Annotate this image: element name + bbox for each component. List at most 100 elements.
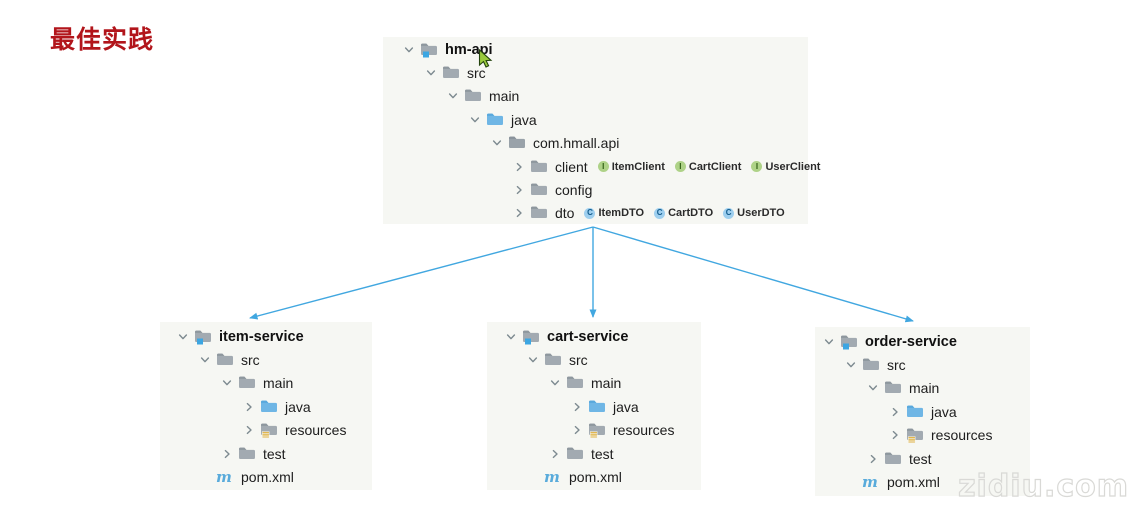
chevron-right-icon[interactable] <box>243 425 255 435</box>
tree-row-pom-xml[interactable]: m pom.xml <box>823 470 1030 493</box>
tree-row-src[interactable]: src <box>177 348 372 371</box>
tree-item-label: test <box>263 445 286 462</box>
tree-row-java[interactable]: java <box>505 395 701 418</box>
tree-row-com-hmall-api[interactable]: com.hmall.api <box>403 132 808 155</box>
folder-icon <box>442 65 461 81</box>
interface-icon: I <box>674 161 686 173</box>
chevron-down-icon[interactable] <box>221 378 233 388</box>
folder-icon <box>530 159 549 175</box>
tree-row-java[interactable]: java <box>403 108 808 131</box>
resources-folder-icon <box>588 422 607 439</box>
tree-item-label: test <box>909 450 932 467</box>
chevron-right-icon[interactable] <box>549 449 561 459</box>
tree-row-test[interactable]: test <box>823 447 1030 470</box>
chevron-right-icon[interactable] <box>243 402 255 412</box>
chevron-down-icon[interactable] <box>549 378 561 388</box>
tree-row-src[interactable]: src <box>505 348 701 371</box>
tree-item-label: src <box>241 352 260 369</box>
project-tree-panel-cart-service: cart-service src main java resources tes… <box>487 322 701 490</box>
folder-icon <box>464 88 483 104</box>
chevron-down-icon[interactable] <box>177 332 189 342</box>
project-folder-icon <box>420 42 439 58</box>
badge-label: CartClient <box>688 160 742 173</box>
tree-row-item-service[interactable]: item-service <box>177 325 372 348</box>
tree-item-label: main <box>909 380 940 397</box>
tree-row-main[interactable]: main <box>403 85 808 108</box>
tree-item-label: pom.xml <box>241 469 294 486</box>
tree-row-resources[interactable]: resources <box>505 419 701 442</box>
tree-item-label: main <box>489 88 520 105</box>
folder-icon <box>530 182 549 198</box>
chevron-down-icon[interactable] <box>199 355 211 365</box>
chevron-down-icon[interactable] <box>867 383 879 393</box>
tree-row-order-service[interactable]: order-service <box>823 330 1030 353</box>
chevron-down-icon[interactable] <box>403 45 415 55</box>
tree-row-src[interactable]: src <box>403 61 808 84</box>
folder-icon <box>566 446 585 462</box>
maven-icon: m <box>544 467 560 486</box>
chevron-right-icon[interactable] <box>889 430 901 440</box>
tree-item-label: java <box>931 403 957 420</box>
tree-item-label: pom.xml <box>887 474 940 491</box>
badge-label: ItemDTO <box>598 207 645 220</box>
chevron-right-icon[interactable] <box>513 185 525 195</box>
java-folder-icon <box>588 399 607 415</box>
chevron-down-icon[interactable] <box>823 337 835 347</box>
chevron-right-icon[interactable] <box>513 162 525 172</box>
tree-item-label: resources <box>285 422 347 439</box>
chevron-down-icon[interactable] <box>505 332 517 342</box>
chevron-right-icon[interactable] <box>867 454 879 464</box>
tree-item-label: resources <box>931 427 993 444</box>
chevron-down-icon[interactable] <box>447 91 459 101</box>
chevron-right-icon[interactable] <box>513 208 525 218</box>
chevron-right-icon[interactable] <box>571 425 583 435</box>
tree-item-label: test <box>591 445 614 462</box>
java-folder-icon <box>486 112 505 128</box>
interface-icon: I <box>597 161 609 173</box>
tree-item-label: main <box>591 375 622 392</box>
chevron-right-icon[interactable] <box>221 449 233 459</box>
tree-item-label: hm-api <box>445 41 493 58</box>
chevron-down-icon[interactable] <box>845 360 857 370</box>
tree-item-label: src <box>467 65 486 82</box>
tree-item-label: resources <box>613 422 675 439</box>
tree-row-hm-api[interactable]: hm-api <box>403 38 808 61</box>
tree-row-cart-service[interactable]: cart-service <box>505 325 701 348</box>
tree-row-java[interactable]: java <box>823 400 1030 423</box>
tree-item-label: order-service <box>865 333 957 350</box>
tree-row-main[interactable]: main <box>505 372 701 395</box>
maven-icon: m <box>862 472 878 491</box>
tree-row-resources[interactable]: resources <box>823 424 1030 447</box>
tree-row-test[interactable]: test <box>505 442 701 465</box>
tree-row-resources[interactable]: resources <box>177 419 372 442</box>
chevron-right-icon[interactable] <box>571 402 583 412</box>
tree-row-test[interactable]: test <box>177 442 372 465</box>
chevron-right-icon[interactable] <box>889 407 901 417</box>
tree-row-main[interactable]: main <box>177 372 372 395</box>
package-folder-icon <box>508 135 527 151</box>
chevron-down-icon[interactable] <box>425 68 437 78</box>
project-folder-icon <box>840 334 859 350</box>
page-title: 最佳实践 <box>50 26 155 54</box>
chevron-down-icon[interactable] <box>491 138 503 148</box>
project-tree-panel-hm-api: hm-api src main java com.hmall.api clien… <box>383 37 820 225</box>
tree-item-label: java <box>511 111 537 128</box>
tree-row-config[interactable]: config <box>403 178 808 201</box>
tree-row-java[interactable]: java <box>177 395 372 418</box>
chevron-down-icon[interactable] <box>527 355 539 365</box>
folder-icon <box>862 357 881 373</box>
tree-row-src[interactable]: src <box>823 353 1030 376</box>
resources-folder-icon <box>906 427 925 444</box>
tree-row-main[interactable]: main <box>823 377 1030 400</box>
chevron-down-icon[interactable] <box>469 115 481 125</box>
